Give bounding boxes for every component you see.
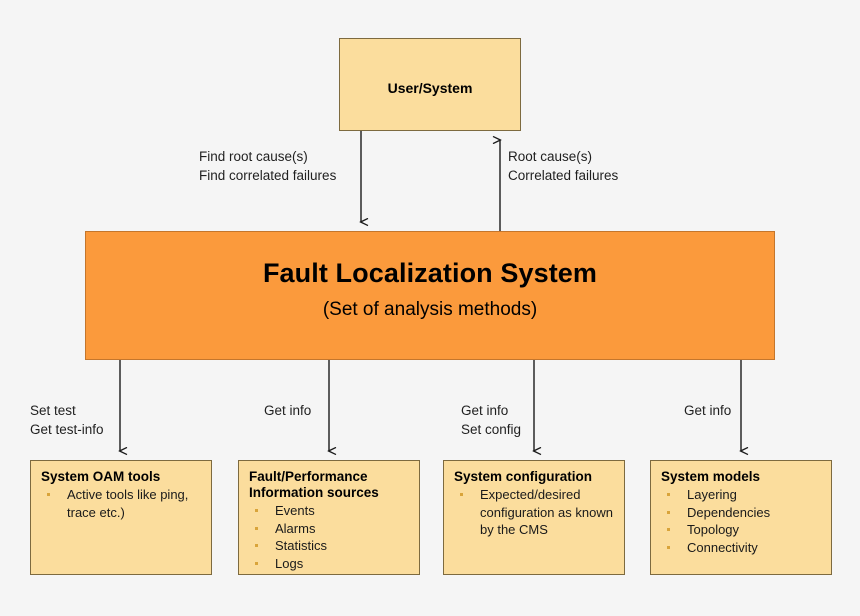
list-item: Logs xyxy=(253,555,413,573)
node-system-configuration-heading: System configuration xyxy=(454,469,593,484)
node-fault-performance-list: Events Alarms Statistics Logs xyxy=(239,502,419,572)
node-system-models[interactable]: System models Layering Dependencies Topo… xyxy=(650,460,832,575)
node-system-configuration[interactable]: System configuration Expected/desired co… xyxy=(443,460,625,575)
list-item: Alarms xyxy=(253,520,413,538)
node-system-oam-tools-heading: System OAM tools xyxy=(41,469,161,484)
bullet-icon xyxy=(255,526,258,530)
bullet-icon xyxy=(47,493,50,496)
list-item: Expected/desired configuration as known … xyxy=(458,486,618,539)
bullet-icon xyxy=(255,544,258,547)
list-item-label: Dependencies xyxy=(687,504,771,520)
list-item-label: Layering xyxy=(687,487,737,502)
list-item-label: Active tools like ping, trace etc.) xyxy=(67,487,189,520)
list-item: Topology xyxy=(665,521,825,539)
node-fault-performance-heading: Fault/Performance Information sources xyxy=(249,469,379,500)
node-system-configuration-list: Expected/desired configuration as known … xyxy=(444,486,624,539)
edge-label-set-test: Set test Get test-info xyxy=(30,403,104,437)
bullet-icon xyxy=(667,510,670,514)
list-item-label: Connectivity xyxy=(687,539,758,555)
bullet-icon xyxy=(255,561,258,565)
node-user-system-label: User/System xyxy=(387,80,473,96)
list-item: Statistics xyxy=(253,537,413,555)
node-fault-localization-subtitle: (Set of analysis methods) xyxy=(322,299,538,320)
edge-label-get-info-fault: Get info xyxy=(264,403,312,418)
list-item: Events xyxy=(253,502,413,520)
node-user-system[interactable]: User/System xyxy=(339,38,521,131)
edge-label-find-root-cause: Find root cause(s) Find correlated failu… xyxy=(199,149,337,183)
list-item: Layering xyxy=(665,486,825,504)
node-fault-localization-title: Fault Localization System xyxy=(262,258,598,288)
edge-label-root-cause: Root cause(s) Correlated failures xyxy=(508,149,619,183)
edge-label-get-info-config: Get info Set config xyxy=(461,403,522,437)
list-item-label: Statistics xyxy=(275,538,328,553)
list-item-label: Alarms xyxy=(275,520,316,536)
bullet-icon xyxy=(255,509,258,512)
node-system-oam-tools[interactable]: System OAM tools Active tools like ping,… xyxy=(30,460,212,575)
node-system-oam-tools-list: Active tools like ping, trace etc.) xyxy=(31,486,211,521)
node-system-models-heading: System models xyxy=(661,469,761,484)
bullet-icon xyxy=(667,493,670,496)
bullet-icon xyxy=(667,545,670,549)
bullet-icon xyxy=(667,528,670,531)
bullet-icon xyxy=(460,493,463,496)
list-item-label: Logs xyxy=(275,555,304,571)
node-fault-localization-system[interactable]: Fault Localization System (Set of analys… xyxy=(85,231,775,360)
node-system-models-list: Layering Dependencies Topology Connectiv… xyxy=(651,486,831,556)
list-item: Connectivity xyxy=(665,539,825,557)
list-item-label: Expected/desired configuration as known … xyxy=(480,487,613,537)
edge-label-get-info-models: Get info xyxy=(684,403,732,418)
list-item-label: Events xyxy=(275,503,315,518)
list-item-label: Topology xyxy=(687,522,740,537)
list-item: Active tools like ping, trace etc.) xyxy=(45,486,205,521)
list-item: Dependencies xyxy=(665,504,825,522)
node-fault-performance-info[interactable]: Fault/Performance Information sources Ev… xyxy=(238,460,420,575)
